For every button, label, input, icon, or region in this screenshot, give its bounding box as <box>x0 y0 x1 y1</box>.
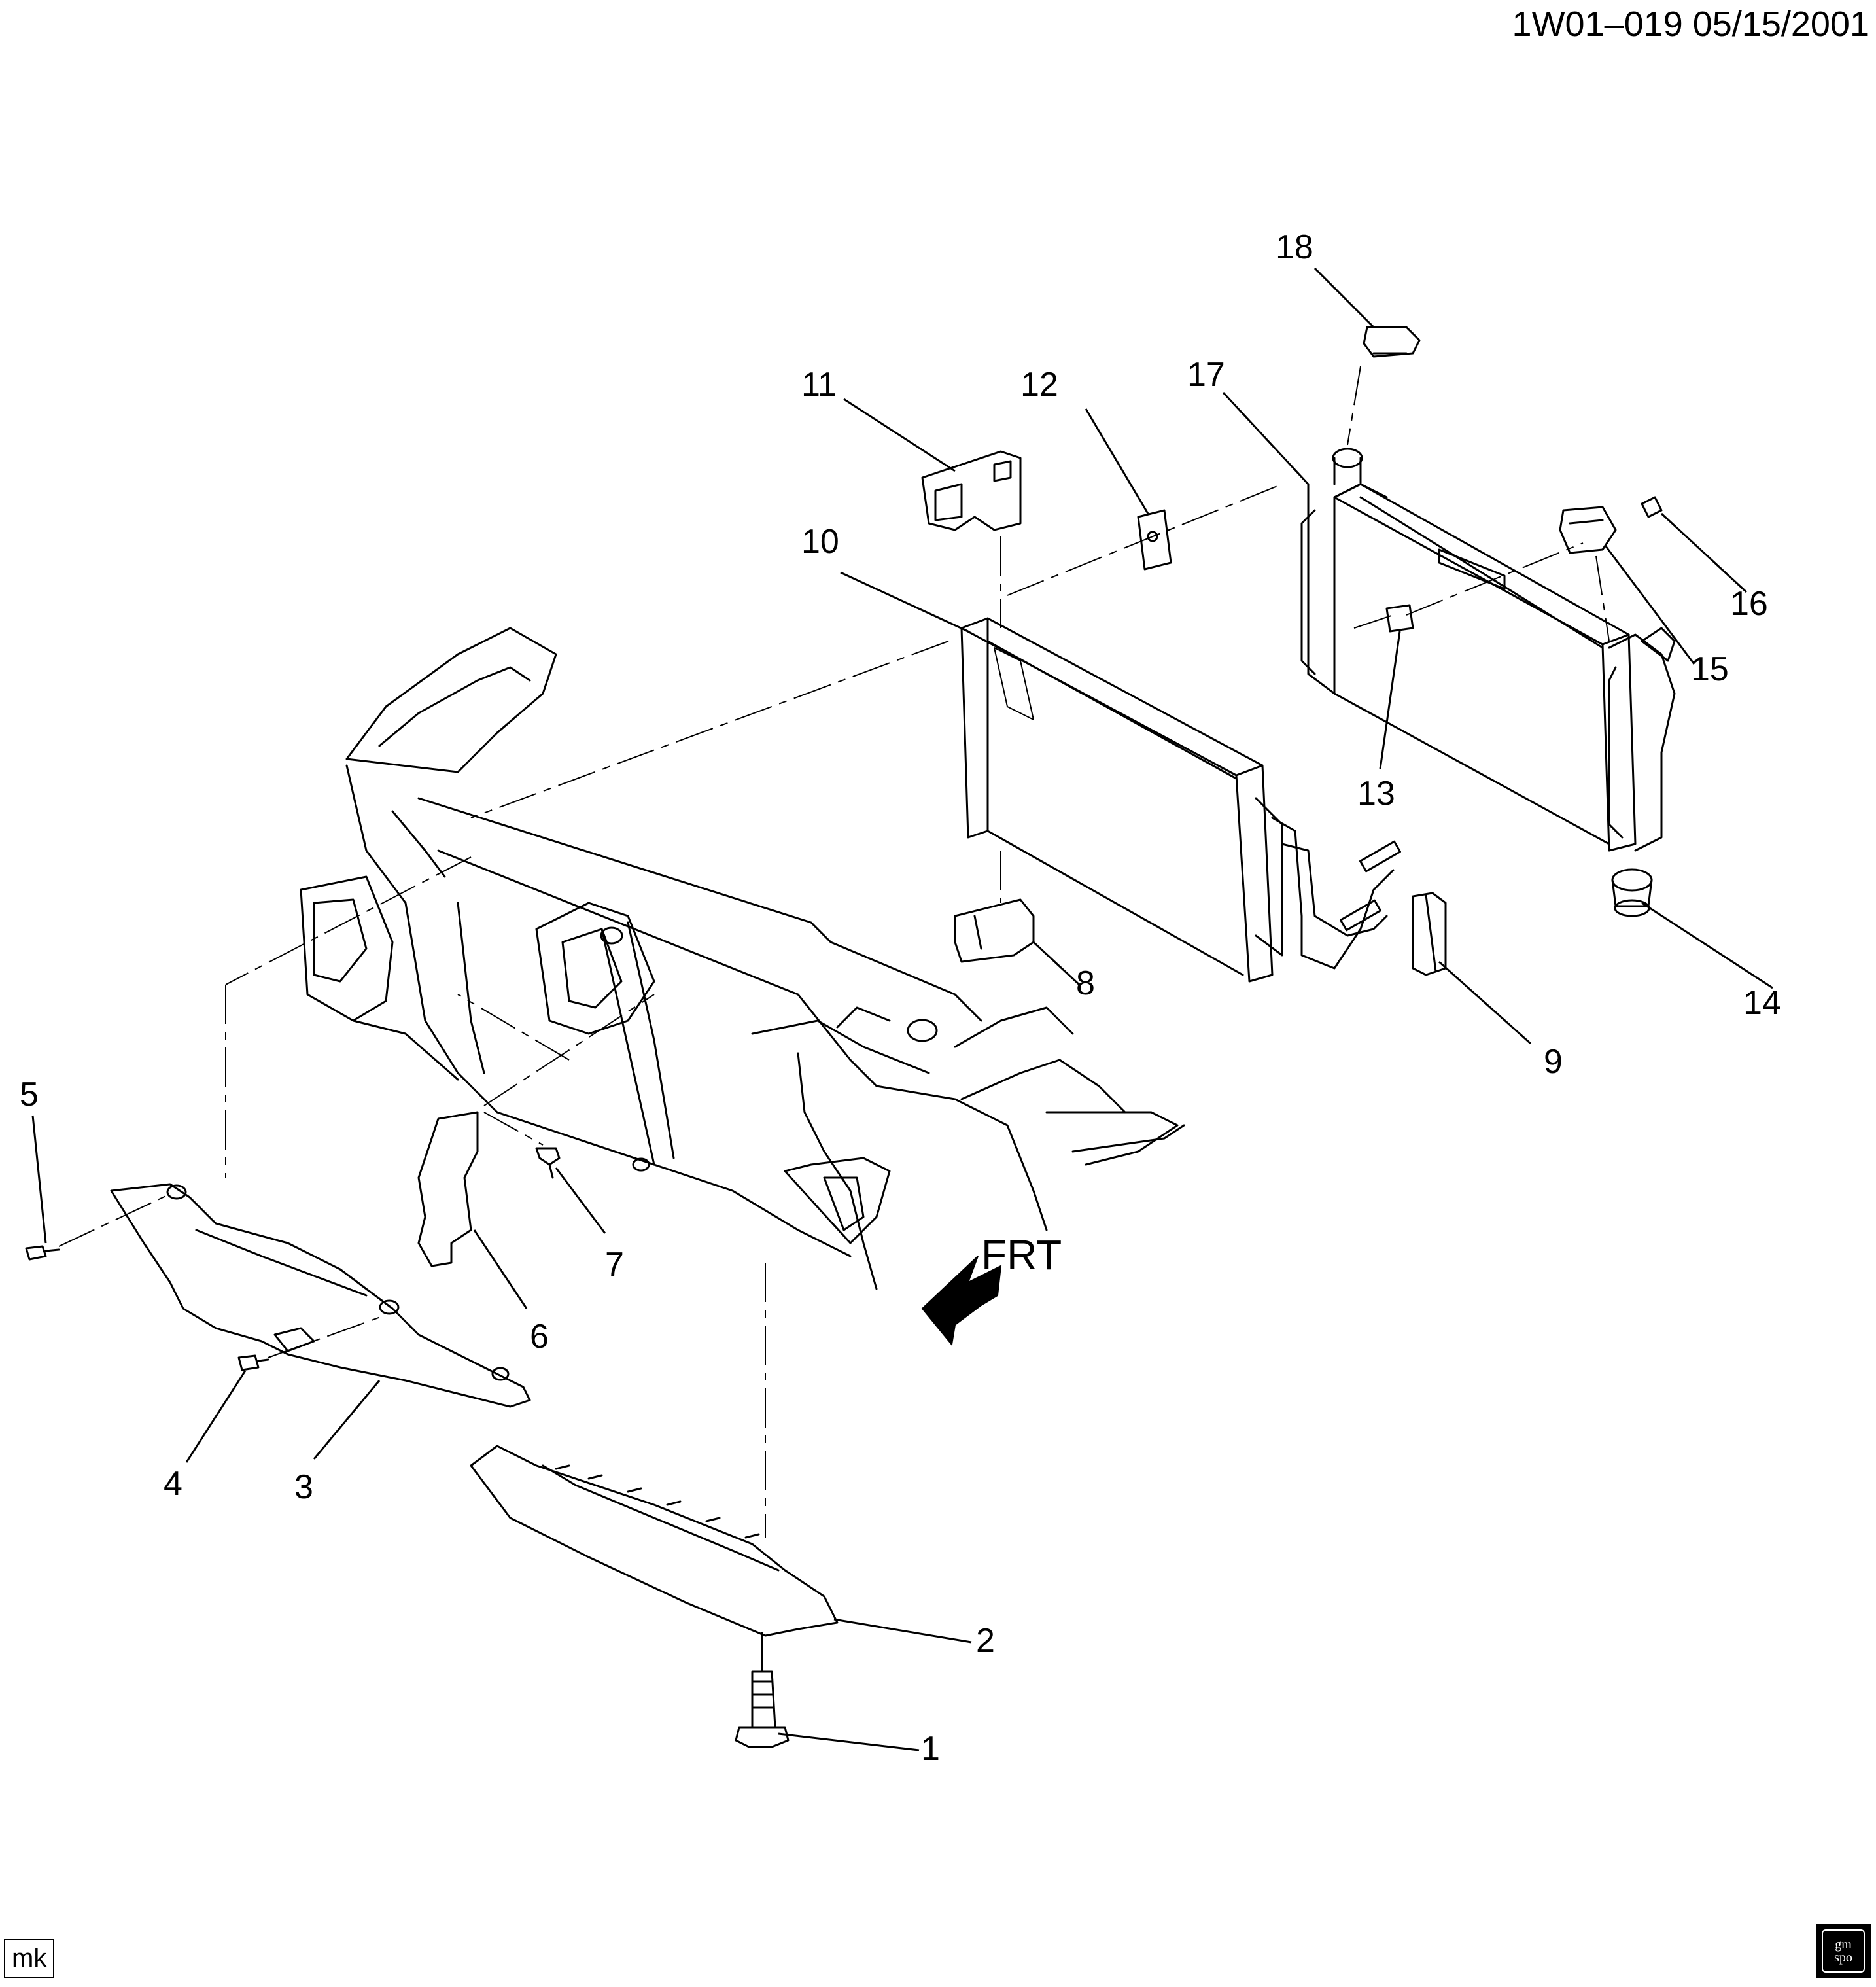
bolt-5 <box>26 1246 59 1259</box>
callout-3: 3 <box>294 1468 313 1506</box>
lower-baffle-3 <box>111 1184 530 1407</box>
radiator-core <box>962 618 1400 981</box>
callout-17: 17 <box>1187 356 1225 394</box>
insulator-13 <box>1387 605 1413 631</box>
bolt-16 <box>1642 497 1661 517</box>
logo-bottom-text: spo <box>1834 1950 1852 1965</box>
callout-7: 7 <box>605 1246 624 1284</box>
logo-top-text: gm <box>1835 1937 1852 1952</box>
air-deflector-2 <box>471 1446 837 1636</box>
callout-16: 16 <box>1730 585 1768 623</box>
radiator-support-frame <box>301 628 1184 1289</box>
front-direction-arrow: FRT <box>922 1231 1062 1345</box>
fastener-7 <box>536 1148 559 1178</box>
callout-4: 4 <box>164 1465 182 1503</box>
callout-11: 11 <box>801 366 837 404</box>
leader-lines <box>33 268 1773 1750</box>
bracket-15 <box>1560 507 1616 553</box>
bolt-1 <box>736 1672 788 1747</box>
callout-2: 2 <box>976 1622 995 1660</box>
alignment-lines <box>59 366 1609 1675</box>
cap-18 <box>1364 327 1419 357</box>
bolt-4 <box>239 1356 268 1370</box>
callout-labels: 1 2 3 4 5 6 7 8 9 10 11 12 13 14 15 16 1… <box>20 228 1781 1768</box>
diagram-id-date: 1W01–019 05/15/2001 <box>1512 5 1869 44</box>
grommet-14 <box>1612 870 1652 916</box>
callout-14: 14 <box>1743 984 1781 1022</box>
logo-inner: gm spo <box>1822 1929 1865 1973</box>
bracket-11 <box>922 451 1020 530</box>
insulator-12 <box>1138 510 1171 569</box>
baffle-6 <box>419 1112 478 1266</box>
callout-13: 13 <box>1357 775 1395 813</box>
callout-1: 1 <box>921 1730 940 1768</box>
callout-15: 15 <box>1691 650 1729 688</box>
frt-label: FRT <box>981 1231 1062 1278</box>
condenser-assembly <box>1302 449 1675 851</box>
bracket-8 <box>955 900 1034 962</box>
callout-12: 12 <box>1020 366 1058 404</box>
callout-18: 18 <box>1276 228 1313 266</box>
callout-8: 8 <box>1076 964 1095 1002</box>
callout-6: 6 <box>530 1318 549 1356</box>
callout-9: 9 <box>1544 1043 1563 1081</box>
callout-5: 5 <box>20 1076 39 1114</box>
gm-spo-logo-icon: gm spo <box>1816 1924 1871 1978</box>
callout-10: 10 <box>801 523 839 561</box>
initials-stamp: mk <box>4 1939 55 1978</box>
